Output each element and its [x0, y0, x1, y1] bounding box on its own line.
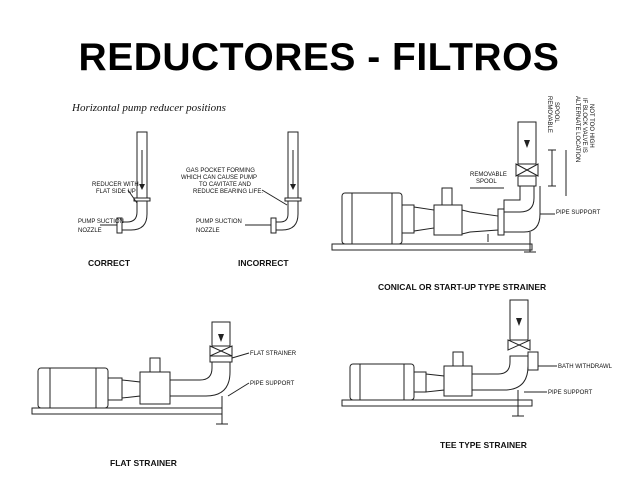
removable-spool-label-2: SPOOL: [476, 179, 497, 185]
removable-spool-label-1: REMOVABLE: [470, 172, 507, 178]
conical-support-label: PIPE SUPPORT: [556, 210, 601, 216]
conical-discharge: [441, 187, 453, 206]
tee-panel: BATH WITHDRAWL PIPE SUPPORT TEE TYPE STR…: [341, 299, 613, 450]
conical-motor: [341, 192, 403, 245]
reducer-heading: Horizontal pump reducer positions: [71, 102, 226, 114]
flat-strainer-flange: [209, 355, 233, 363]
conical-base: [331, 243, 533, 251]
correct-reducer-label-2: FLAT SIDE UP: [96, 189, 136, 195]
correct-diagram: REDUCER WITH FLAT SIDE UP PUMP SUCTION N…: [78, 131, 151, 268]
tee-caption: TEE TYPE STRAINER: [440, 440, 527, 450]
alternate-location-label-1: ALTERNATE LOCATION: [574, 96, 580, 162]
vertical-removable-label-1: REMOVABLE: [546, 96, 552, 133]
tee-coupling: [413, 371, 427, 393]
conical-coupling: [401, 204, 415, 234]
tee-support-label: PIPE SUPPORT: [548, 390, 593, 396]
incorrect-flange: [284, 197, 302, 202]
correct-reducer-label-1: REDUCER WITH: [92, 182, 139, 188]
correct-suction-label-2: NOZZLE: [78, 228, 102, 234]
incorrect-diagram: GAS POCKET FORMING WHICH CAN CAUSE PUMP …: [181, 131, 302, 268]
flat-base: [31, 407, 223, 415]
conical-strainer: [461, 209, 499, 235]
tee-elbow: [471, 355, 529, 391]
conical-pump-body: [413, 206, 435, 232]
conical-pump-casing: [433, 204, 463, 236]
slide-title: REDUCTORES - FILTROS: [78, 36, 560, 79]
incorrect-nozzle: [270, 217, 277, 234]
correct-suction-label-1: PUMP SUCTION: [78, 219, 124, 225]
conical-valve: [515, 163, 539, 177]
vertical-removable-label-2: SPOOL: [553, 102, 559, 123]
flat-panel: FLAT STRAINER PIPE SUPPORT FLAT STRAINER: [31, 321, 297, 468]
flat-valve: [209, 345, 233, 357]
reducer-panel: Horizontal pump reducer positions REDUCE…: [71, 102, 302, 268]
tee-pump-casing: [443, 365, 473, 397]
tee-withdrawal-flange: [527, 351, 539, 371]
incorrect-caption: INCORRECT: [238, 258, 289, 268]
incorrect-suction-label-2: NOZZLE: [196, 228, 220, 234]
flat-strainer-label: FLAT STRAINER: [250, 351, 297, 357]
flat-elbow: [169, 361, 231, 397]
alternate-location-label-3: NOT TOO HIGH: [588, 104, 594, 148]
flat-caption: FLAT STRAINER: [110, 458, 177, 468]
tee-withdrawl-label: BATH WITHDRAWL: [558, 364, 613, 370]
tee-valve: [507, 339, 531, 351]
flat-coupling: [107, 377, 123, 401]
correct-flange: [133, 197, 151, 202]
flat-pump-casing: [139, 371, 171, 405]
gas-label-2: WHICH CAN CAUSE PUMP: [181, 175, 257, 181]
correct-caption: CORRECT: [88, 258, 131, 268]
flat-support-label: PIPE SUPPORT: [250, 381, 295, 387]
conical-caption: CONICAL OR START-UP TYPE STRAINER: [378, 282, 546, 292]
incorrect-suction-label-1: PUMP SUCTION: [196, 219, 242, 225]
gas-label-1: GAS POCKET FORMING: [186, 168, 255, 174]
conical-panel: REMOVABLE SPOOL REMOVABLE SPOOL ALTERNAT…: [331, 96, 601, 292]
gas-label-4: REDUCE BEARING LIFE.: [193, 189, 263, 195]
alternate-location-label-2: IF BLOCK VALVE IS: [581, 98, 587, 153]
flat-motor: [37, 367, 109, 409]
tee-base: [341, 399, 533, 407]
gas-label-3: TO CAVITATE AND: [199, 182, 252, 188]
